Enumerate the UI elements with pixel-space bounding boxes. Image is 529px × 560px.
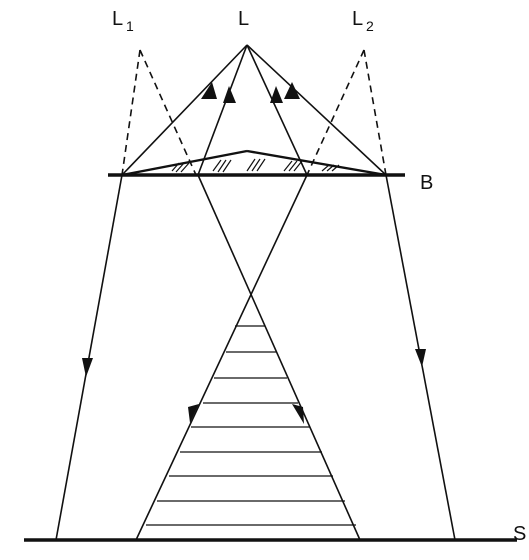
source-main-label: L bbox=[238, 8, 249, 30]
ray-source-to-left-edge bbox=[121, 44, 248, 176]
arrow-incident-left bbox=[201, 82, 217, 99]
arrow-refracted-left-outer bbox=[82, 358, 93, 377]
biprism-label: B bbox=[420, 172, 433, 194]
virtual-ray-l1-inner bbox=[139, 49, 197, 176]
arrow-refracted-left-inner bbox=[292, 404, 304, 424]
arrow-incident-right-inner bbox=[270, 86, 283, 103]
ray-refracted-left-outer bbox=[55, 174, 123, 541]
interference-fringes bbox=[146, 325, 356, 526]
ray-source-to-right-edge bbox=[246, 44, 387, 176]
biprism bbox=[108, 149, 405, 177]
biprism-hatching bbox=[171, 158, 340, 173]
source-left-label: L 1 bbox=[112, 8, 134, 34]
virtual-ray-l1-outer bbox=[121, 49, 141, 176]
screen-label: S bbox=[513, 523, 526, 545]
ray-refracted-right-inner bbox=[135, 174, 308, 541]
biprism-right-face bbox=[246, 149, 387, 177]
arrow-incident-left-inner bbox=[223, 86, 236, 103]
arrow-refracted-right-outer bbox=[415, 349, 426, 367]
arrow-refracted-right-inner bbox=[188, 404, 199, 423]
interference-region bbox=[146, 325, 356, 526]
virtual-ray-l2-inner bbox=[306, 49, 365, 176]
source-right-label: L 2 bbox=[352, 8, 374, 34]
source-right-letter: L bbox=[352, 8, 363, 30]
source-left-subscript: 1 bbox=[126, 18, 134, 34]
ray-source-to-left-inner bbox=[197, 44, 248, 176]
source-right-subscript: 2 bbox=[366, 18, 374, 34]
virtual-ray-l2-outer bbox=[363, 49, 387, 176]
biprism-left-face bbox=[121, 149, 248, 177]
source-left-letter: L bbox=[112, 8, 123, 30]
arrow-incident-right bbox=[284, 82, 300, 99]
ray-source-to-right-inner bbox=[246, 44, 308, 176]
ray-refracted-left-inner bbox=[197, 174, 361, 541]
